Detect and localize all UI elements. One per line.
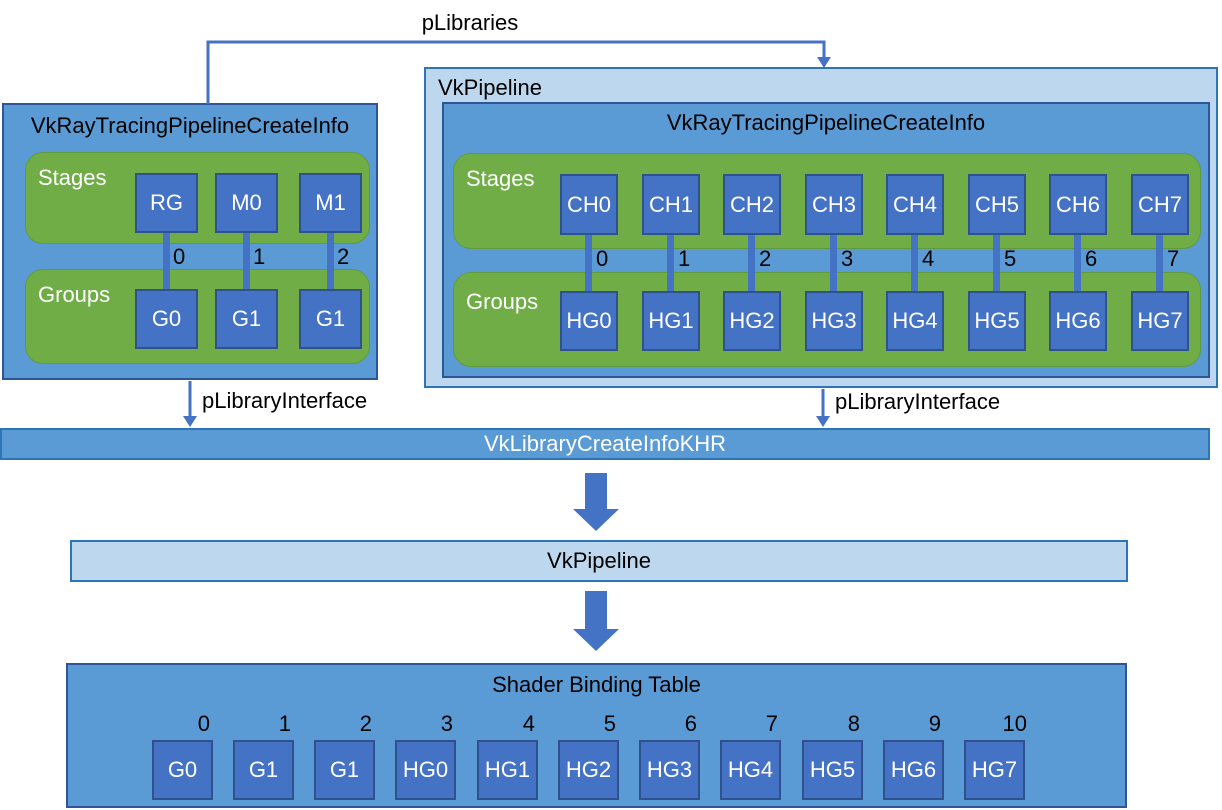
- shader-binding-table-title: Shader Binding Table: [492, 672, 701, 697]
- group-index: 6: [1085, 246, 1098, 271]
- sbt-index: 1: [278, 711, 291, 736]
- right-connector-4: [911, 235, 918, 291]
- left-connector-1: [243, 233, 250, 289]
- group-square: HG5: [968, 291, 1026, 351]
- stage-square: M1: [299, 173, 362, 233]
- group-index: 7: [1167, 246, 1180, 271]
- sbt-index: 3: [440, 711, 453, 736]
- sbt-entry-square: HG7: [964, 740, 1025, 800]
- sbt-index: 8: [847, 711, 860, 736]
- sbt-index: 9: [928, 711, 941, 736]
- stage-square: CH7: [1131, 174, 1189, 235]
- vkpipeline-container-box: VkPipeline VkRayTracingPipelineCreateInf…: [424, 67, 1218, 388]
- sbt-entry-square: HG0: [395, 740, 456, 800]
- group-index: 2: [759, 246, 772, 271]
- group-index: 0: [596, 246, 609, 271]
- group-square: HG6: [1049, 291, 1107, 351]
- right-connector-7: [1156, 235, 1163, 291]
- group-index: 5: [1004, 246, 1017, 271]
- group-index: 0: [173, 244, 186, 269]
- right-connector-6: [1074, 235, 1081, 291]
- sbt-index: 7: [765, 711, 778, 736]
- right-connector-1: [667, 235, 674, 291]
- left-stages-label: Stages: [38, 165, 107, 190]
- group-square: HG0: [560, 291, 618, 351]
- left-create-info-box: VkRayTracingPipelineCreateInfo Stages Gr…: [2, 103, 378, 380]
- group-square: G1: [299, 289, 362, 349]
- right-create-info-title: VkRayTracingPipelineCreateInfo: [666, 110, 986, 135]
- group-index: 2: [337, 244, 350, 269]
- sbt-index: 0: [197, 711, 210, 736]
- sbt-index: 10: [1002, 711, 1027, 736]
- right-create-info-box: VkRayTracingPipelineCreateInfo Stages Gr…: [442, 102, 1210, 378]
- plibraries-label: pLibraries: [421, 10, 519, 35]
- sbt-entry-square: G0: [152, 740, 213, 800]
- sbt-entry-square: G1: [233, 740, 294, 800]
- group-square: G1: [215, 289, 278, 349]
- library-create-info-bar-title: VkLibraryCreateInfoKHR: [483, 431, 727, 456]
- stage-square: CH5: [968, 174, 1026, 235]
- right-stages-label: Stages: [466, 166, 535, 191]
- sbt-entry-square: HG4: [720, 740, 781, 800]
- sbt-entry-square: HG3: [639, 740, 700, 800]
- plibrary-interface-right-label: pLibraryInterface: [835, 389, 1001, 414]
- group-index: 3: [841, 246, 854, 271]
- plibrary-interface-left-arrowhead-icon: [183, 416, 197, 427]
- group-square: HG1: [642, 291, 700, 351]
- group-square: G0: [135, 289, 198, 349]
- plibrary-interface-right-arrowhead-icon: [816, 416, 830, 427]
- right-connector-2: [748, 235, 755, 291]
- block-arrow-to-pipeline-icon: [573, 473, 619, 531]
- left-create-info-title: VkRayTracingPipelineCreateInfo: [30, 113, 350, 138]
- group-square: HG7: [1131, 291, 1189, 351]
- group-index: 1: [253, 244, 266, 269]
- sbt-entry-square: HG2: [558, 740, 619, 800]
- sbt-entry-square: HG5: [802, 740, 863, 800]
- group-square: HG3: [805, 291, 863, 351]
- stage-square: CH2: [723, 174, 781, 235]
- sbt-entry-square: HG1: [477, 740, 538, 800]
- sbt-entry-square: HG6: [883, 740, 944, 800]
- left-connector-0: [163, 233, 170, 289]
- library-create-info-bar: VkLibraryCreateInfoKHR: [0, 428, 1210, 460]
- group-index: 4: [922, 246, 935, 271]
- group-square: HG2: [723, 291, 781, 351]
- stage-square: CH6: [1049, 174, 1107, 235]
- left-connector-2: [327, 233, 334, 289]
- right-groups-label: Groups: [466, 289, 539, 314]
- right-connector-5: [993, 235, 1000, 291]
- stage-square: RG: [135, 173, 198, 233]
- plibrary-interface-left-label: pLibraryInterface: [202, 388, 368, 413]
- group-index: 1: [678, 246, 691, 271]
- stage-square: CH1: [642, 174, 700, 235]
- pipeline-bar-title: VkPipeline: [547, 548, 651, 573]
- stage-square: CH0: [560, 174, 618, 235]
- pipeline-bar: VkPipeline: [70, 540, 1128, 582]
- stage-square: CH4: [886, 174, 944, 235]
- right-connector-0: [585, 235, 592, 291]
- vkpipeline-container-title: VkPipeline: [438, 75, 542, 100]
- shader-binding-table-box: Shader Binding Table 0 1 2 3 4 5 6 7 8 9…: [66, 663, 1127, 808]
- sbt-index: 4: [522, 711, 535, 736]
- block-arrow-to-sbt-icon: [573, 591, 619, 651]
- group-square: HG4: [886, 291, 944, 351]
- sbt-index: 2: [359, 711, 372, 736]
- sbt-index: 5: [603, 711, 616, 736]
- stage-square: CH3: [805, 174, 863, 235]
- sbt-entry-square: G1: [314, 740, 375, 800]
- right-connector-3: [830, 235, 837, 291]
- stage-square: M0: [215, 173, 278, 233]
- sbt-index: 6: [684, 711, 697, 736]
- left-groups-label: Groups: [38, 282, 111, 307]
